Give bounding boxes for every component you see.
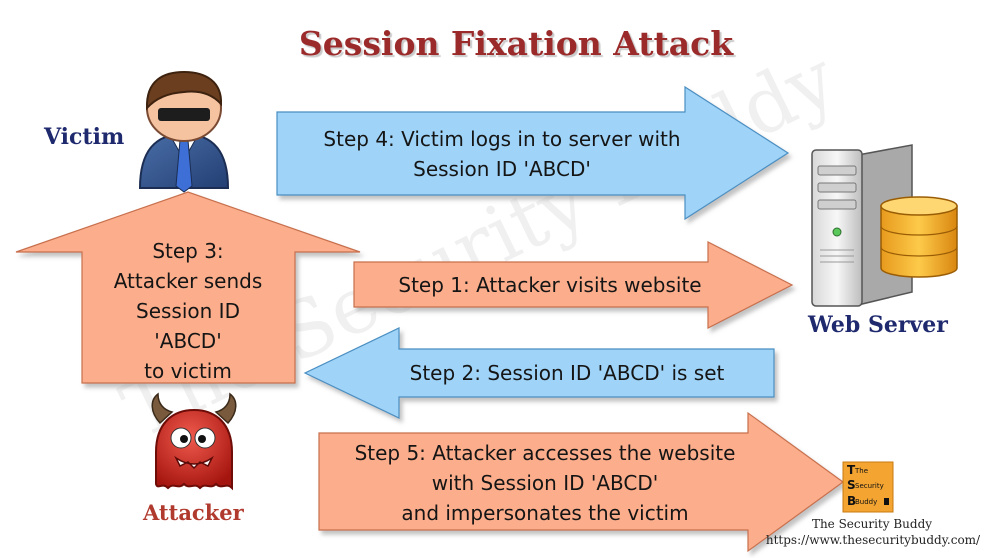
brand-name: The Security Buddy [811,517,933,531]
step3-line-1: Step 3: [152,239,224,263]
svg-text:T: T [847,463,856,477]
step1-line-1: Step 1: Attacker visits website [398,273,702,297]
step4-line-2: Session ID 'ABCD' [413,157,591,181]
diagram-title: Session Fixation Attack [298,24,734,63]
attacker-devil-icon [151,392,237,491]
brand-url[interactable]: https://www.thesecuritybuddy.com/ [765,533,981,547]
step3-line-3: Session ID [136,299,240,323]
step1-text: Step 1: Attacker visits website [360,270,740,300]
logo-word-3: Buddy [855,498,877,506]
step4-arrow [276,85,790,221]
step3-text: Step 3: Attacker sends Session ID 'ABCD'… [96,236,280,386]
attacker-label: Attacker [143,500,244,525]
step5-line-1: Step 5: Attacker accesses the website [354,441,736,465]
step2-text: Step 2: Session ID 'ABCD' is set [378,358,756,388]
svg-text:S: S [847,478,856,492]
victim-label: Victim [44,124,125,150]
step4-text: Step 4: Victim logs in to server with Se… [288,124,716,184]
step3-line-4: 'ABCD' [154,329,222,353]
web-server-label: Web Server [808,312,948,338]
step5-line-2: with Session ID 'ABCD' [431,471,659,495]
svg-text:B: B [847,494,856,508]
step3-line-2: Attacker sends [113,269,263,293]
logo-word-1: The [854,467,868,475]
step2-line-1: Step 2: Session ID 'ABCD' is set [409,361,725,385]
step4-line-1: Step 4: Victim logs in to server with [323,127,681,151]
step5-text: Step 5: Attacker accesses the website wi… [322,438,768,528]
brand-logo: T S B The Security Buddy [842,461,894,513]
step3-line-5: to victim [144,359,232,383]
victim-icon [138,70,230,193]
step3-arrow [15,191,361,384]
logo-word-2: Security [855,482,884,490]
step1-arrow [353,241,794,329]
database-icon [880,196,958,278]
step2-arrow [303,327,775,419]
step5-line-3: and impersonates the victim [401,501,689,525]
step5-arrow [318,411,845,553]
